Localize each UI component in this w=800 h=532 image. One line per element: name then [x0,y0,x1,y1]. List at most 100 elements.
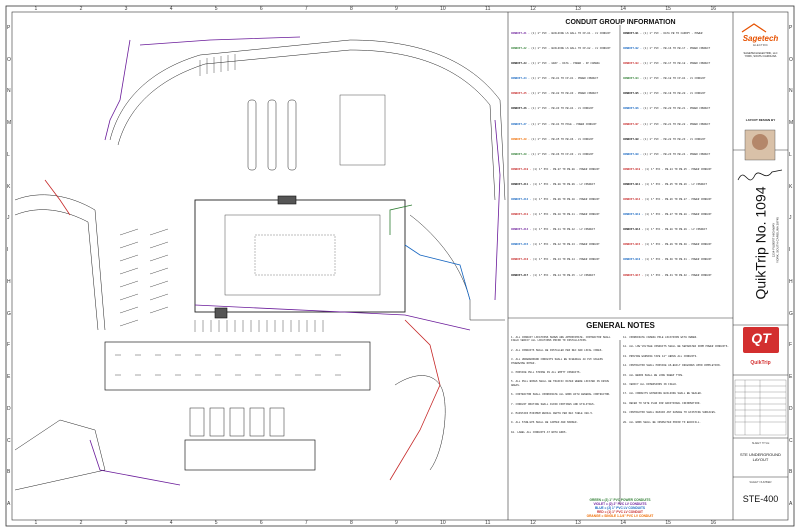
sheet-border [5,5,795,527]
conduit-label: (1) 1" PVC - DATA PB TO CANOPY - POWER [643,32,703,35]
conduit-entry: CONDUIT-A13 - (1) 1" PVC - PB-10 TO PB-1… [511,213,618,216]
grid-number-4: 4 [169,520,173,526]
conduit-entry: CONDUIT-B3 - (1) 1" PVC - PB-17 TO PB-18… [623,62,731,65]
conduit-id: CONDUIT-B8 - [623,137,644,141]
hatched-dumpster [214,195,297,319]
conduit-id: CONDUIT-A15 - [511,243,533,247]
designer-face [752,134,768,150]
conduit-label: (1) 1" PVC - PB-02 TO PB-03 - POWER COND… [531,92,599,96]
grid-letter-G: G [789,310,793,317]
conduit-id: CONDUIT-A6 - [511,107,532,111]
sheet-number-label: SHEET NUMBER [749,480,772,484]
pump-islands [115,354,341,376]
conduit-entry: CONDUIT-B13 - (1) 1" PVC - PB-27 TO PB-2… [623,213,731,216]
sheet-inner-border [11,11,789,521]
grid-number-1: 1 [34,6,38,12]
grid-number-12: 12 [530,520,536,526]
island-3 [287,99,297,171]
conduit-route-green-1 [389,204,413,235]
sheet-number: STE-400 [742,494,779,504]
fuel-canopy-diesel [184,439,316,471]
conduit-id: CONDUIT-B16 - [623,258,645,262]
conduit-label: (1) 1" PVC - PB-17 TO PB-18 - POWER COND… [643,62,711,66]
grid-number-6: 6 [259,6,263,12]
conduit-label: (1) 1" PVC - PB-07 TO PB-08 - POWER COND… [532,167,600,171]
conduit-label: (1) 1" PVC - PB-30 TO PB-31 - POWER COND… [644,258,712,262]
south-west-drive [14,419,106,491]
grid-letter-H: H [7,278,11,285]
conduit-label: (1) 1" PVC - PB-11 TO PB-12 - LV CONDUIT [532,228,596,232]
conduit-entry: CONDUIT-A12 - (1) 1" PVC - PB-09 TO PB-1… [511,198,618,201]
conduit-label: (1) 1" PVC - PB-22 TO PB-23 - LV CONDUIT [643,137,706,141]
sheet-title-label: SHEET TITLE [751,441,770,445]
grid-letter-J: J [789,215,792,222]
conduit-id: CONDUIT-B7 - [623,122,644,126]
sheet-title: STE UNDERGROUND LAYOUT [740,452,781,462]
conduit-label: (1) 1" PVC - PB-27 TO PB-28 - POWER COND… [644,213,712,217]
grid-number-2: 2 [79,6,83,12]
grid-number-13: 13 [575,520,581,526]
general-note: 4. PROVIDE PULL STRING IN ALL EMPTY COND… [511,371,582,375]
conduit-label: (1) 1" PVC - PB-03 TO PB-04 - LV CONDUIT [531,107,594,111]
company-logo-sub: ELECTRIC [753,43,768,47]
conduit-entry: CONDUIT-A4 - (1) 1" PVC - PB-01 TO FP-01… [511,77,618,80]
grid-letter-J: J [7,215,10,222]
conduit-label: (1) 1" PVC - PB-09 TO PB-10 - POWER COND… [532,198,600,202]
conduit-info-title: CONDUIT GROUP INFORMATION [565,19,676,26]
grid-number-15: 15 [665,520,671,526]
general-note: 13. PROVIDE WARNING TAPE 12" ABOVE ALL C… [623,354,698,358]
curb-west-inner [14,209,99,331]
store-sales-floor [254,234,336,276]
grid-letter-O: O [789,56,793,63]
conduit-label: (1) 1" PVC - PB-19 TO PB-20 - LV CONDUIT [643,92,706,96]
general-note: 6. CONTRACTOR SHALL COORDINATE ALL WORK … [511,393,611,397]
conduit-label: (1) 1" PVC - PB-12 TO PB-13 - POWER COND… [532,243,600,247]
conduit-route-blue-1 [404,244,471,301]
conduit-id: CONDUIT-B3 - [623,62,644,66]
grid-letter-G: G [7,310,11,317]
general-note: 15. ALL BENDS SHALL BE LONG SWEEP TYPE. [623,373,684,377]
conduit-id: CONDUIT-A2 - [511,47,532,51]
grid-letter-D: D [7,405,11,412]
conduit-label: (1) 1" PVC - PB-14 TO PB-15 - LV CONDUIT [532,273,596,277]
general-notes-left: 1. ALL CONDUIT LOCATIONS SHOWN ARE APPRO… [511,336,617,496]
project-title: QuikTrip No. 1094 [752,186,769,300]
conduit-id: CONDUIT-A10 - [511,167,533,171]
conduit-id: CONDUIT-A17 - [511,273,533,277]
grid-number-9: 9 [395,6,398,12]
general-note: 8. MAINTAIN MINIMUM BURIAL DEPTH PER NEC… [511,412,594,416]
conduit-label: (1) 1" PVC - PB-24 TO PB-25 - POWER COND… [644,167,712,171]
general-notes-right: 11. COORDINATE CAMERA POLE LOCATIONS WIT… [623,336,730,496]
general-note: 9. ALL STUB-UPS SHALL BE CAPPED AND MARK… [511,421,578,425]
conduit-label: (1) 1" PVC - PB-28 TO PB-29 - LV CONDUIT [644,228,708,232]
grid-letter-B: B [789,469,793,476]
conduit-entry: CONDUIT-A11 - (1) 1" PVC - PB-08 TO PB-0… [511,183,618,186]
conduit-label: (1) 1" PVC - PB-05 TO PB-06 - LV CONDUIT [531,137,594,141]
conduit-label: (1) 1" PVC - GRAY - DATA - POWER - IP CA… [531,62,600,66]
grid-number-1: 1 [34,520,38,526]
conduit-entry: CONDUIT-B6 - (1) 1" PVC - PB-20 TO PB-21… [623,107,731,110]
conduit-entry: CONDUIT-A14 - (1) 1" PVC - PB-11 TO PB-1… [511,228,618,231]
conduit-id: CONDUIT-B4 - [623,77,644,81]
designer-signature [737,169,783,181]
grid-letter-C: C [789,437,793,444]
conduit-id: CONDUIT-B12 - [623,198,645,202]
conduit-entry: CONDUIT-A10 - (1) 1" PVC - PB-07 TO PB-0… [511,168,618,171]
conduit-id: CONDUIT-A7 - [511,122,532,126]
qt-name: QuikTrip [750,360,771,366]
conduit-label: (1) 1" PVC - PB-25 TO PB-26 - LV CONDUIT [644,182,708,186]
curb-west [14,194,106,331]
grid-letter-D: D [789,405,793,412]
conduit-entry: CONDUIT-A17 - (1) 1" PVC - PB-14 TO PB-1… [511,274,618,277]
grid-number-13: 13 [575,6,581,12]
conduit-entry: CONDUIT-B9 - (1) 1" PVC - PB-23 TO PB-24… [623,153,731,156]
grid-letter-H: H [789,278,793,285]
company-info-line: SAGETECH ELECTRIC, LLC [743,52,778,55]
fuel-canopy-main [104,341,371,391]
general-note: 17. ALL CONDUITS ENTERING BUILDING SHALL… [623,392,703,396]
grid-letter-P: P [7,24,11,31]
